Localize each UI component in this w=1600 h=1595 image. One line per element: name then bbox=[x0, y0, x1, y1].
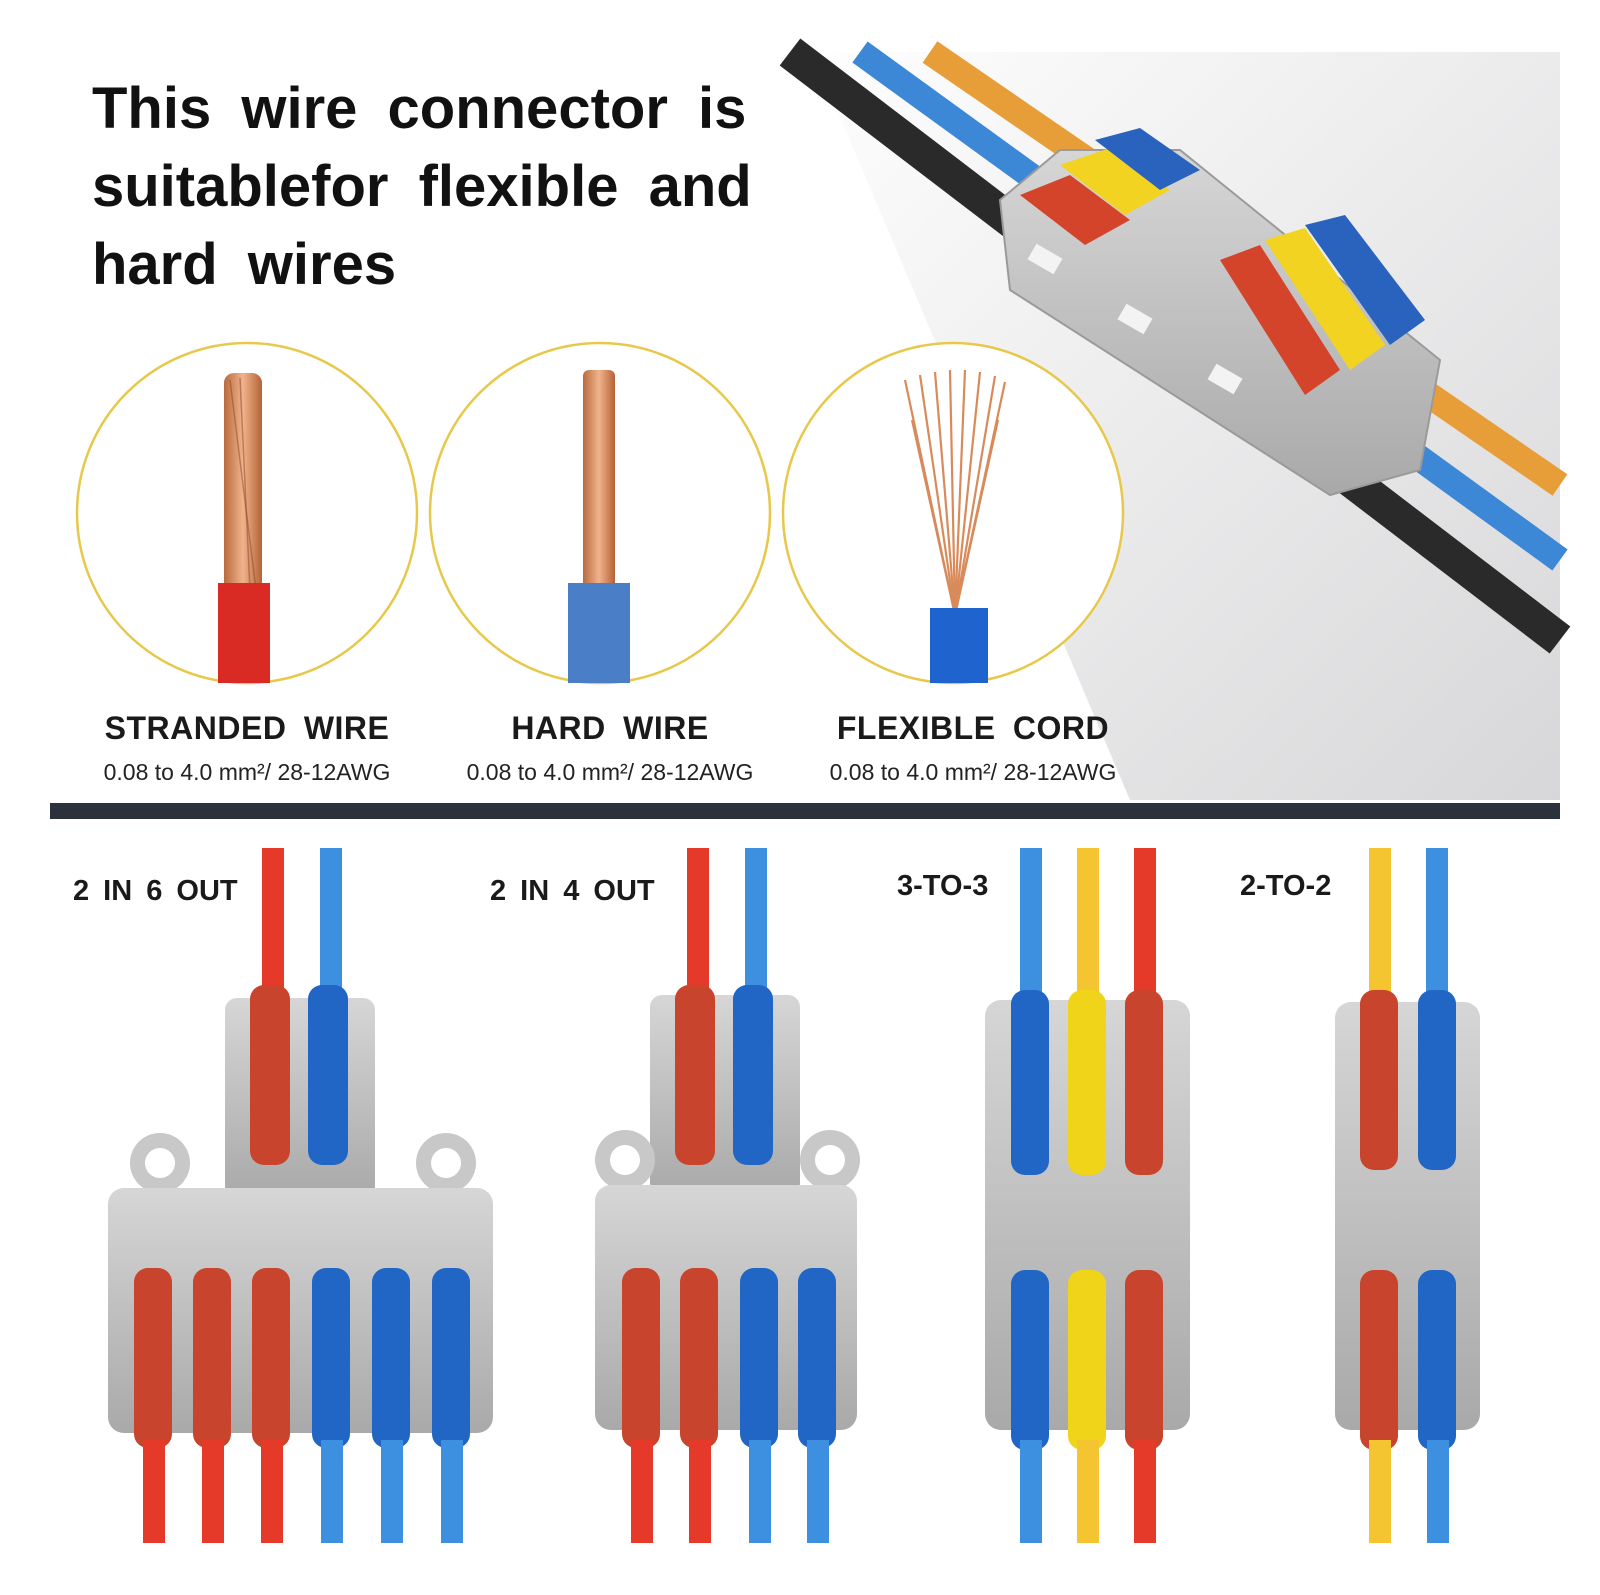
connector-label-2in4out: 2 IN 4 OUT bbox=[490, 875, 655, 907]
banner-connector bbox=[998, 128, 1442, 497]
headline: This wire connector is suitablefor flexi… bbox=[92, 70, 752, 304]
stranded-wire-illustration bbox=[75, 341, 419, 685]
hard-wire-label: HARD WIRE bbox=[511, 710, 709, 746]
flexible-cord-illustration bbox=[781, 341, 1125, 685]
stranded-wire-label: STRANDED WIRE bbox=[104, 710, 390, 746]
headline-line-2: suitablefor flexible and bbox=[92, 154, 752, 219]
connector-label-2to2: 2-TO-2 bbox=[1240, 870, 1332, 902]
connector-2in4out bbox=[595, 848, 860, 1543]
headline-line-3: hard wires bbox=[92, 232, 397, 297]
connector-3to3 bbox=[985, 848, 1190, 1543]
connector-label-2in6out: 2 IN 6 OUT bbox=[73, 875, 238, 907]
flexible-cord-spec: 0.08 to 4.0 mm²/ 28-12AWG bbox=[829, 759, 1117, 785]
connector-2in6out bbox=[108, 848, 493, 1543]
connector-label-3to3: 3-TO-3 bbox=[897, 870, 989, 902]
headline-line-1: This wire connector is bbox=[92, 76, 747, 141]
section-divider bbox=[50, 803, 1560, 819]
hard-wire-spec: 0.08 to 4.0 mm²/ 28-12AWG bbox=[466, 759, 754, 785]
hard-wire-illustration bbox=[428, 341, 772, 685]
flexible-cord-label: FLEXIBLE CORD bbox=[836, 710, 1110, 746]
stranded-wire-spec: 0.08 to 4.0 mm²/ 28-12AWG bbox=[103, 759, 391, 785]
connector-2to2 bbox=[1335, 848, 1480, 1543]
